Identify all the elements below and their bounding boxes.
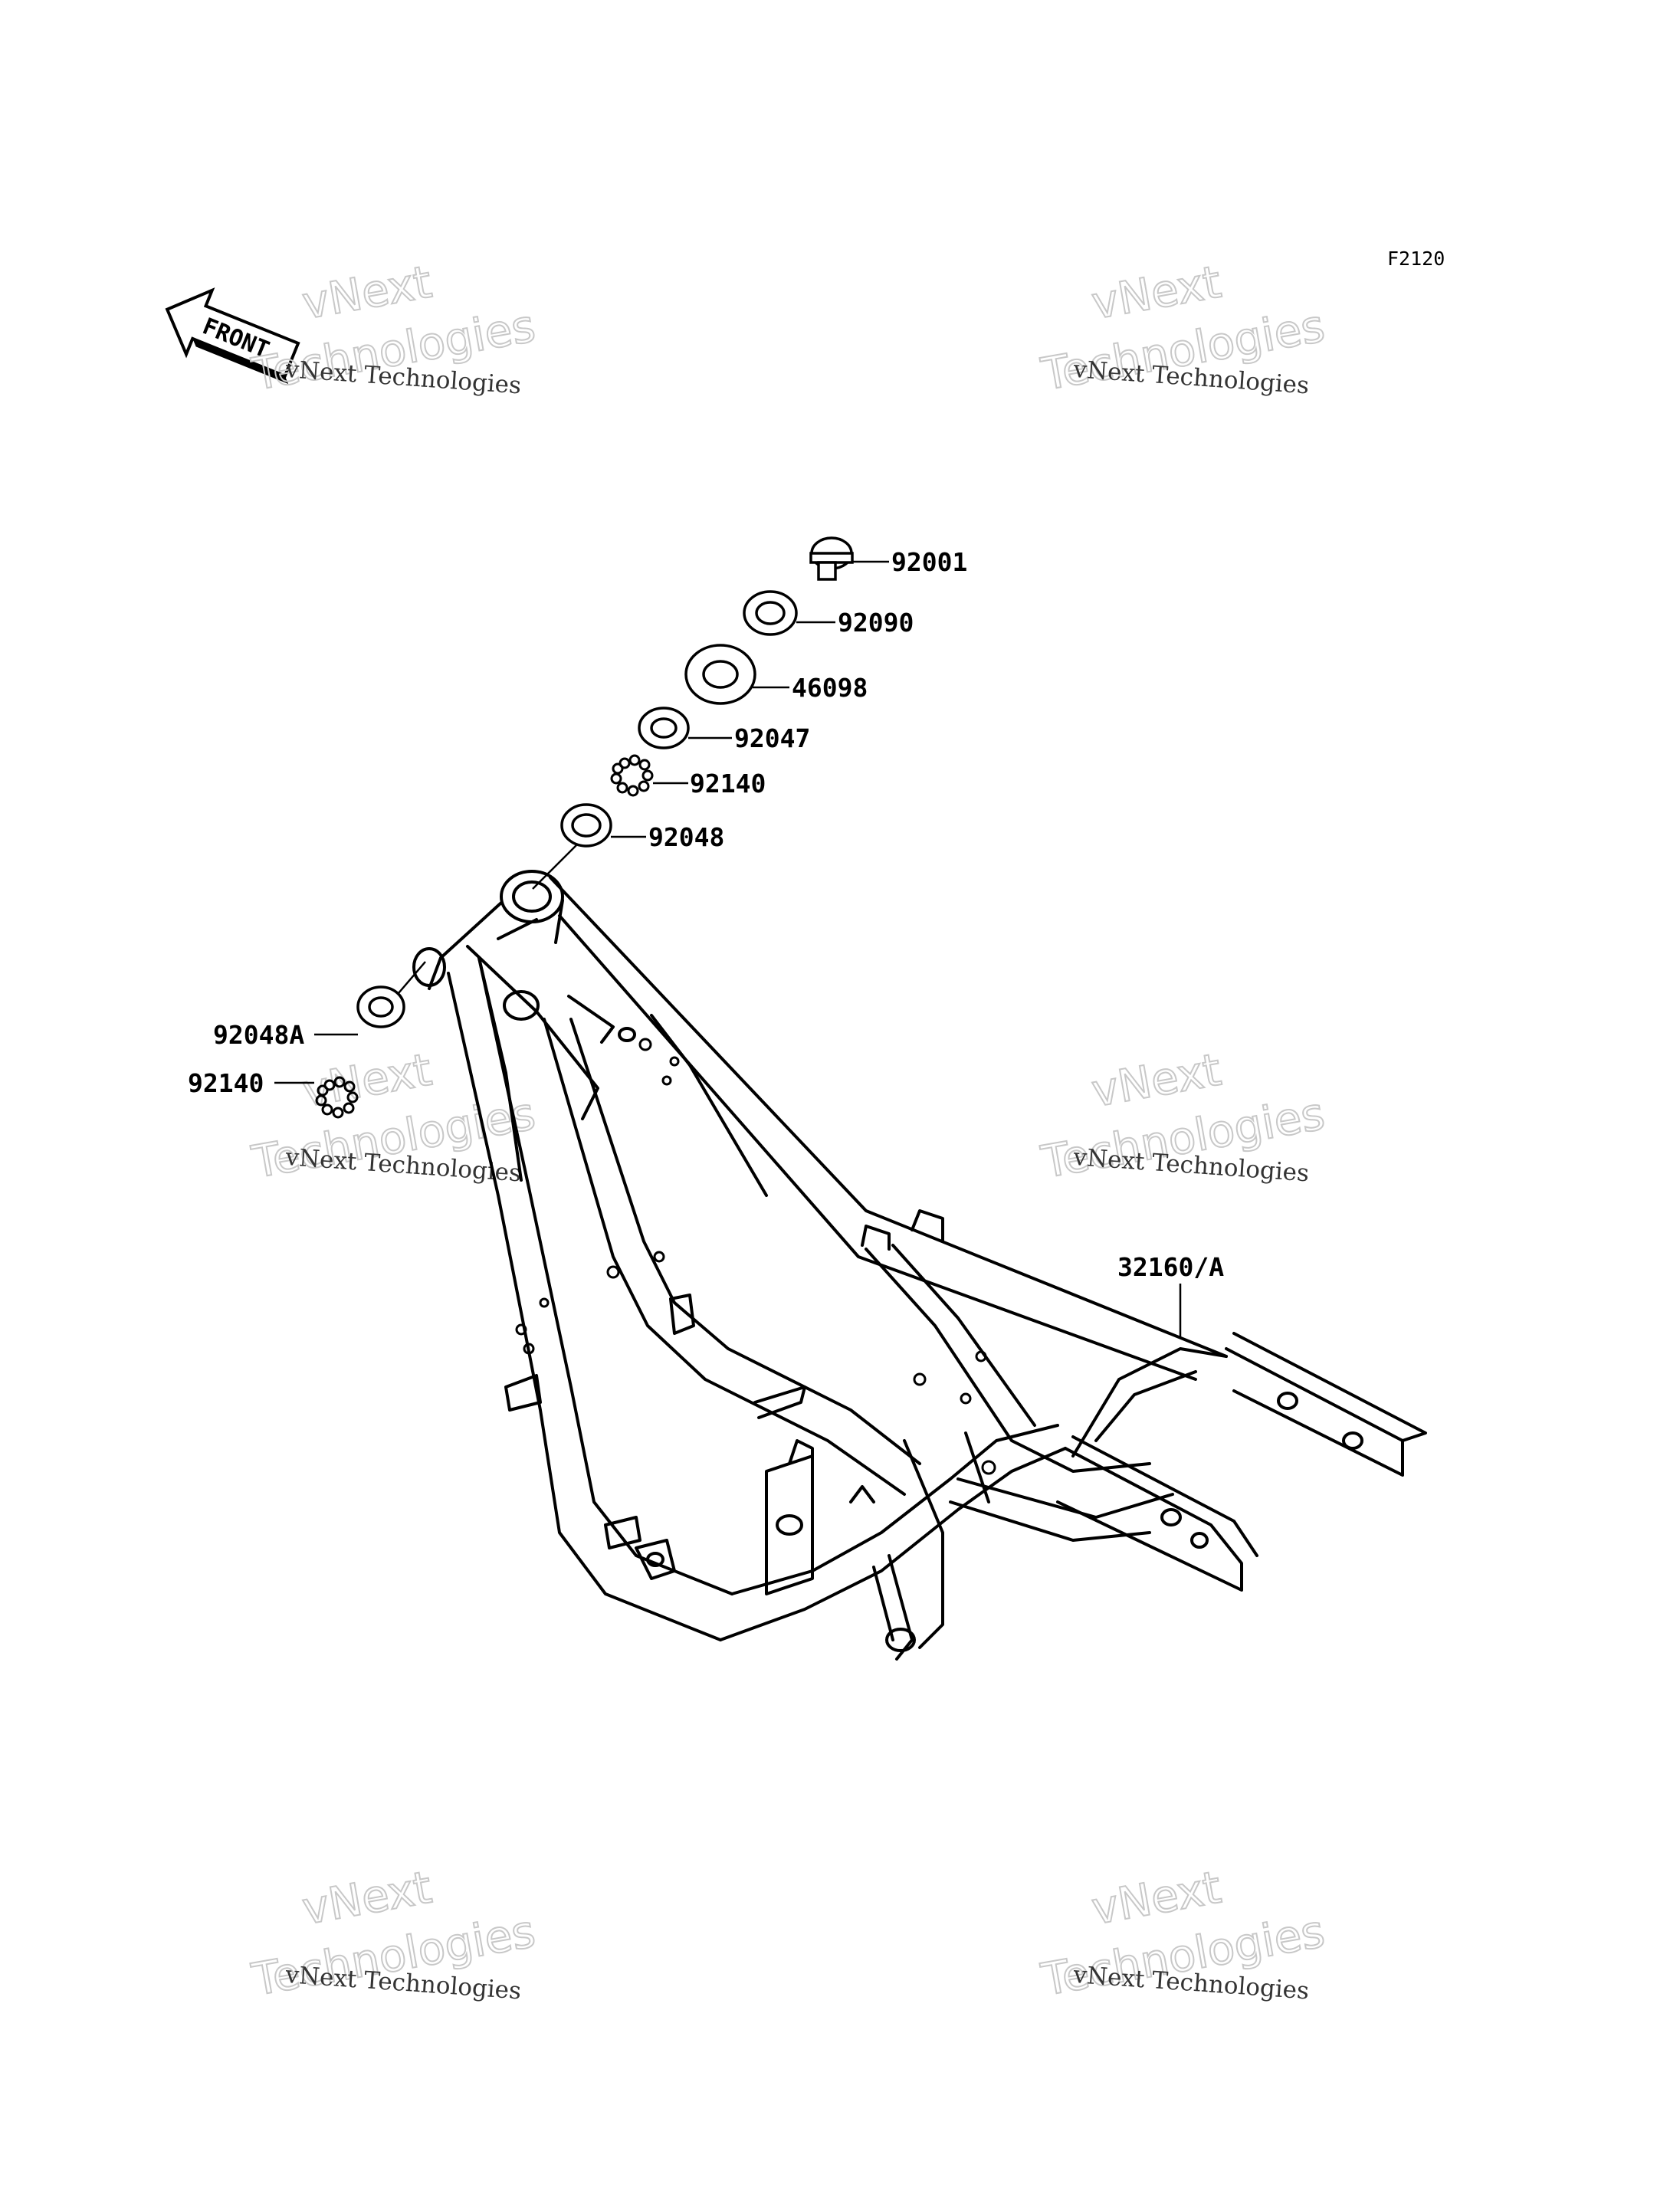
- svg-text:vNext: vNext: [298, 256, 435, 330]
- label-92140-upper[interactable]: 92140: [690, 769, 766, 798]
- diagram-code: F2120: [1387, 248, 1445, 270]
- label-32160A[interactable]: 32160/A: [1117, 1252, 1224, 1282]
- part-92140-lower-balls[interactable]: [274, 1076, 359, 1119]
- part-46098-cover[interactable]: [684, 644, 789, 705]
- svg-text:vNext: vNext: [1088, 256, 1225, 330]
- label-46098[interactable]: 46098: [792, 673, 868, 703]
- frame-32160A[interactable]: [412, 870, 1427, 1661]
- label-92140-lower[interactable]: 92140: [188, 1068, 264, 1098]
- label-92047[interactable]: 92047: [734, 723, 810, 753]
- part-92048A-race[interactable]: [314, 961, 426, 1036]
- part-92001-bolt[interactable]: [809, 536, 889, 581]
- label-92090[interactable]: 92090: [838, 608, 914, 638]
- part-92048-race[interactable]: [532, 803, 646, 890]
- part-92047-race[interactable]: [638, 707, 732, 749]
- svg-text:vNext: vNext: [298, 1044, 435, 1117]
- svg-text:vNext: vNext: [1088, 1861, 1225, 1935]
- svg-text:vNext: vNext: [298, 1861, 435, 1935]
- part-92090-nut[interactable]: [743, 590, 835, 636]
- svg-text:vNext: vNext: [1088, 1044, 1225, 1117]
- label-92001[interactable]: 92001: [891, 547, 967, 577]
- label-92048A[interactable]: 92048A: [213, 1020, 304, 1050]
- part-92140-upper-balls[interactable]: [610, 754, 688, 797]
- label-92048[interactable]: 92048: [648, 822, 724, 852]
